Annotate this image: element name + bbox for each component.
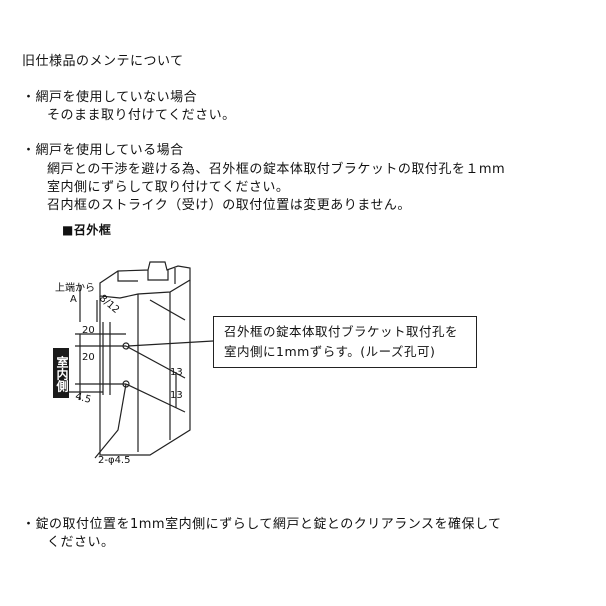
dim-13-bottom: 13 bbox=[170, 390, 183, 401]
dim-13-top: 13 bbox=[170, 367, 183, 378]
section2-line3: 召内框のストライク（受け）の取付位置は変更ありません。 bbox=[47, 198, 411, 213]
dim-a-label: A bbox=[70, 294, 77, 305]
dim-20-bottom: 20 bbox=[82, 352, 95, 363]
interior-side-tag: 室内側 bbox=[53, 348, 69, 398]
section2-bullet: ・網戸を使用している場合 bbox=[22, 143, 184, 158]
frame-profile-top bbox=[99, 261, 191, 299]
page-heading: 旧仕様品のメンテについて bbox=[22, 54, 184, 69]
frame-title: ■召外框 bbox=[62, 223, 112, 237]
section2-line1: 網戸との干渉を避ける為、召外框の錠本体取付ブラケットの取付孔を１mm bbox=[47, 162, 506, 177]
section2-line2: 室内側にずらして取り付けてください。 bbox=[47, 180, 290, 195]
section1-line1: そのまま取り付けてください。 bbox=[47, 108, 236, 123]
callout-line1: 召外框の錠本体取付ブラケット取付孔を bbox=[224, 324, 459, 339]
frame-body bbox=[99, 280, 191, 456]
footer-line2: ください。 bbox=[47, 535, 115, 550]
dim-20-top: 20 bbox=[82, 325, 95, 336]
hole-spec-label: 2-φ4.5 bbox=[98, 455, 131, 466]
section1-bullet: ・網戸を使用していない場合 bbox=[22, 90, 198, 105]
callout-box: 召外框の錠本体取付ブラケット取付孔を 室内側に1mmずらす。(ルーズ孔可) bbox=[213, 316, 477, 368]
footer-line1: ・錠の取付位置を1mm室内側にずらして網戸と錠とのクリアランスを確保して bbox=[22, 517, 502, 532]
callout-line2: 室内側に1mmずらす。(ルーズ孔可) bbox=[224, 344, 436, 359]
dim-from-top-label: 上端から bbox=[55, 283, 95, 294]
